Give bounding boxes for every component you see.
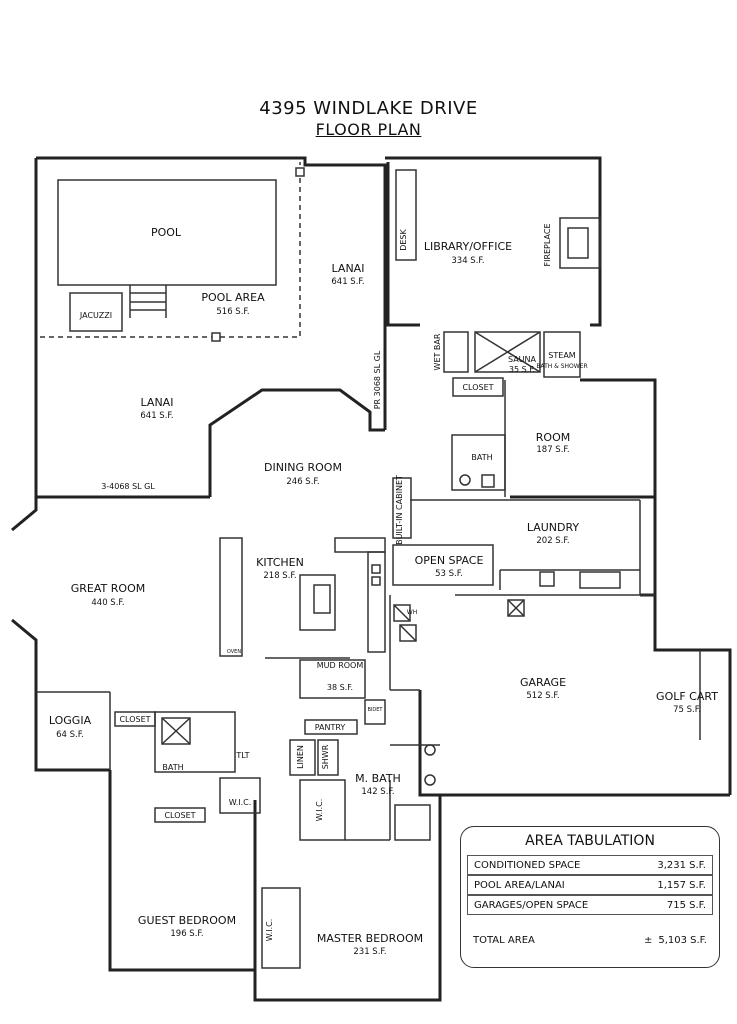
bath-guest-label: BATH: [162, 763, 183, 772]
mud-room-sf: 38 S.F.: [327, 683, 353, 692]
closet-loggia-label: CLOSET: [119, 715, 150, 724]
dining-sf: 246 S.F.: [286, 477, 319, 487]
lanai-top-label: LANAI: [332, 262, 365, 275]
total-prefix: ±: [643, 935, 653, 946]
mud-room-label: MUD ROOM: [317, 661, 364, 670]
row-value: 3,231 S.F.: [657, 860, 706, 871]
closet-guest-label: CLOSET: [164, 811, 195, 820]
room-label: ROOM: [536, 431, 570, 444]
tabulation-total-row: TOTAL AREA ±5,103 S.F.: [467, 931, 713, 951]
total-amount: 5,103 S.F.: [658, 935, 707, 946]
room-sf: 187 S.F.: [536, 445, 569, 455]
kitchen-label: KITCHEN: [256, 556, 304, 569]
row-label: GARAGES/OPEN SPACE: [474, 900, 589, 911]
row-value: 1,157 S.F.: [657, 880, 706, 891]
open-space-sf: 53 S.F.: [435, 569, 463, 579]
interior-walls: [36, 162, 701, 969]
desk-label: DESK: [399, 228, 408, 250]
steam-label: STEAM: [548, 351, 575, 360]
dining-label: DINING ROOM: [264, 461, 342, 474]
m-bath-sf: 142 S.F.: [361, 787, 394, 797]
lanai-top-sf: 641 S.F.: [331, 277, 364, 287]
total-label: TOTAL AREA: [473, 935, 535, 946]
guest-bedroom-sf: 196 S.F.: [170, 929, 203, 939]
row-label: POOL AREA/LANAI: [474, 880, 565, 891]
linen-label: LINEN: [296, 745, 305, 769]
garage-label: GARAGE: [520, 676, 566, 689]
plan-subtitle: FLOOR PLAN: [315, 120, 422, 139]
closet-hall-label: CLOSET: [462, 383, 493, 392]
bidet-label: BIDET: [368, 707, 384, 713]
tlt-label: TLT: [235, 751, 249, 760]
pool-area-sf: 516 S.F.: [216, 307, 249, 317]
tabulation-row: POOL AREA/LANAI 1,157 S.F.: [467, 875, 713, 895]
wic-guest-label: W.I.C.: [229, 798, 252, 807]
sauna-sf: 35 S.F.: [509, 365, 535, 374]
row-label: CONDITIONED SPACE: [474, 860, 581, 871]
loggia-sf: 64 S.F.: [56, 730, 84, 740]
total-value: ±5,103 S.F.: [644, 935, 707, 946]
lanai-left-sf: 641 S.F.: [140, 411, 173, 421]
library-sf: 334 S.F.: [451, 256, 484, 266]
lanai-left-label: LANAI: [141, 396, 174, 409]
row-value: 715 S.F.: [666, 900, 706, 911]
builtin-label: BUILT-IN CABINET: [395, 475, 404, 545]
pantry-label: PANTRY: [315, 723, 346, 732]
area-tabulation-table: AREA TABULATION CONDITIONED SPACE 3,231 …: [460, 826, 720, 968]
library-label: LIBRARY/OFFICE: [424, 240, 512, 253]
wic-master2-label: W.I.C.: [265, 919, 274, 942]
wh-label: WH: [407, 609, 417, 616]
jacuzzi-label: JACUZZI: [79, 311, 112, 320]
bath-room-label: BATH: [471, 453, 492, 462]
sauna-label: SAUNA: [508, 355, 537, 364]
room-labels: POOL JACUZZI POOL AREA 516 S.F. LANAI 64…: [49, 223, 718, 957]
laundry-sf: 202 S.F.: [536, 536, 569, 546]
kitchen-sf: 218 S.F.: [263, 571, 296, 581]
golf-cart-label: GOLF CART: [656, 690, 718, 703]
tabulation-title: AREA TABULATION: [525, 833, 655, 849]
shwr-label: SHWR: [321, 744, 330, 769]
m-bath-label: M. BATH: [355, 772, 401, 785]
plan-title: 4395 WINDLAKE DRIVE: [259, 98, 478, 119]
golf-cart-sf: 75 S.F.: [673, 705, 701, 715]
guest-bedroom-label: GUEST BEDROOM: [138, 914, 236, 927]
wet-bar-label: WET BAR: [433, 333, 442, 370]
slider-label: 3-4068 SL GL: [101, 482, 155, 491]
master-bedroom-label: MASTER BEDROOM: [317, 932, 423, 945]
master-bedroom-sf: 231 S.F.: [353, 947, 386, 957]
laundry-label: LAUNDRY: [527, 521, 580, 534]
pool-area-label: POOL AREA: [201, 291, 265, 304]
tabulation-row: CONDITIONED SPACE 3,231 S.F.: [467, 855, 713, 875]
oven-label: OVEN: [227, 649, 241, 655]
wic-master1-label: W.I.C.: [315, 799, 324, 822]
exterior-walls: [11, 156, 732, 1002]
pr-door-label: PR 3068 SL GL: [373, 350, 382, 409]
tabulation-row: GARAGES/OPEN SPACE 715 S.F.: [467, 895, 713, 915]
fireplace-label: FIREPLACE: [543, 223, 552, 266]
loggia-label: LOGGIA: [49, 714, 92, 727]
pool-label: POOL: [151, 226, 182, 239]
great-room-label: GREAT ROOM: [71, 582, 145, 595]
great-room-sf: 440 S.F.: [91, 598, 124, 608]
open-space-label: OPEN SPACE: [415, 554, 484, 567]
garage-sf: 512 S.F.: [526, 691, 559, 701]
steam-sub-label: BATH & SHOWER: [536, 363, 587, 370]
